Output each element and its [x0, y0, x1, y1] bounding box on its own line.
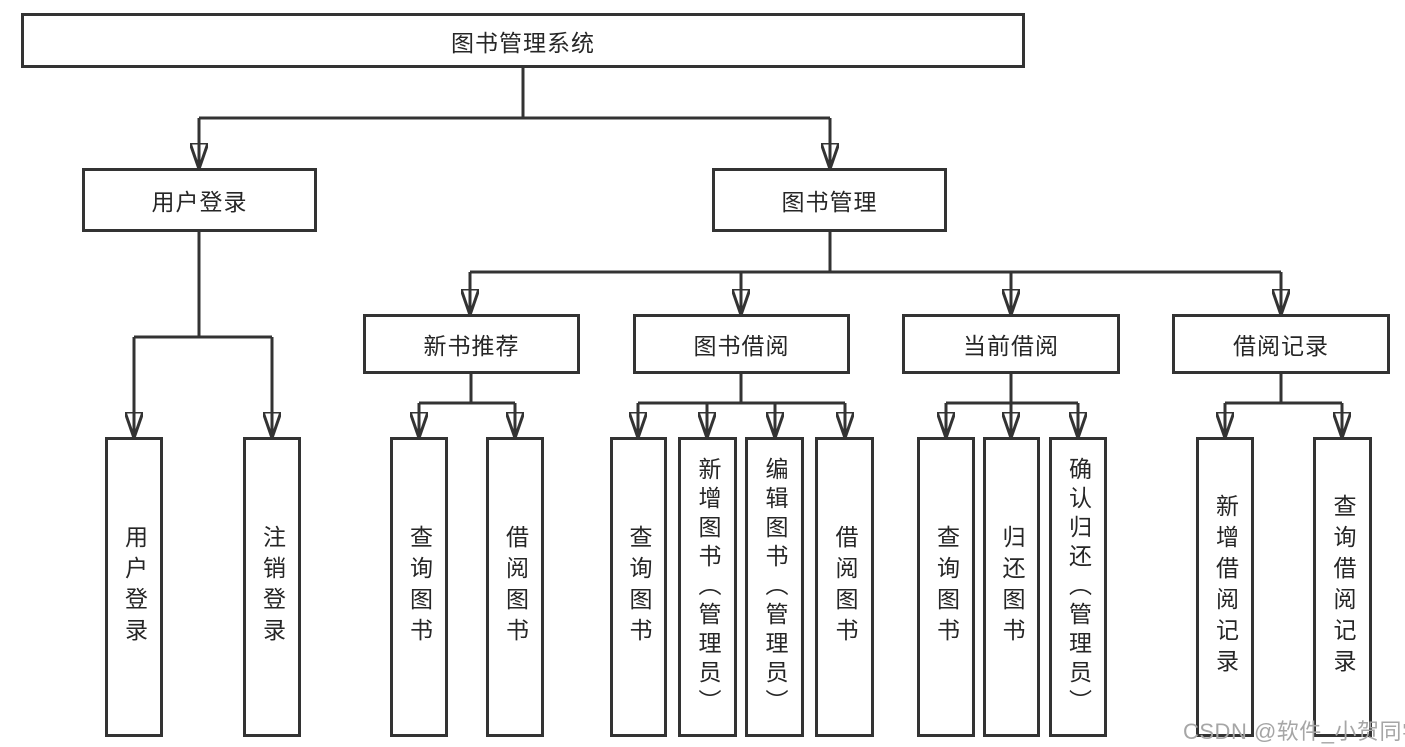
node-borrow-records-label: 借阅记录 — [1233, 333, 1329, 359]
node-borrow-records: 借阅记录 — [1172, 314, 1390, 374]
leaf-add-book-admin-label: 新增图书（管理员） — [695, 456, 721, 718]
leaf-rec-borrow-books-label: 借阅图书 — [502, 525, 529, 649]
node-book-mgmt: 图书管理 — [712, 168, 947, 232]
leaf-current-query-books-label: 查询图书 — [933, 525, 960, 649]
connector-current-borrow-spine — [946, 374, 1078, 405]
node-root-label: 图书管理系统 — [451, 29, 595, 56]
connector-root-spine — [199, 68, 830, 120]
leaf-borrow-borrow-books: 借阅图书 — [815, 437, 874, 737]
node-book-borrow-label: 图书借阅 — [693, 333, 790, 359]
leaf-return-book-label: 归还图书 — [999, 525, 1025, 649]
leaf-logout-login-label: 注销登录 — [259, 525, 286, 649]
leaf-add-book-admin: 新增图书（管理员） — [678, 437, 737, 737]
connector-user-login-spine — [134, 232, 272, 339]
leaf-rec-borrow-books: 借阅图书 — [486, 437, 544, 737]
leaf-rec-query-books: 查询图书 — [390, 437, 448, 737]
leaf-user-login: 用户登录 — [105, 437, 163, 737]
leaf-add-borrow-record: 新增借阅记录 — [1196, 437, 1254, 737]
leaf-rec-query-books-label: 查询图书 — [406, 525, 433, 649]
leaf-borrow-query-books: 查询图书 — [610, 437, 667, 737]
connector-book-mgmt-spine — [470, 232, 1281, 274]
node-book-mgmt-label: 图书管理 — [781, 189, 878, 215]
leaf-add-borrow-record-label: 新增借阅记录 — [1212, 494, 1239, 680]
leaf-edit-book-admin-label: 编辑图书（管理员） — [762, 456, 788, 718]
node-new-book-rec-label: 新书推荐 — [423, 333, 520, 359]
leaf-edit-book-admin: 编辑图书（管理员） — [745, 437, 804, 737]
leaf-logout-login: 注销登录 — [243, 437, 301, 737]
leaf-current-query-books: 查询图书 — [917, 437, 975, 737]
csdn-watermark: CSDN @软件_小贺同学 — [1183, 719, 1405, 744]
leaf-confirm-return-admin: 确认归还（管理员） — [1049, 437, 1107, 737]
node-root: 图书管理系统 — [21, 13, 1025, 68]
node-book-borrow: 图书借阅 — [633, 314, 850, 374]
node-current-borrow: 当前借阅 — [902, 314, 1120, 374]
node-user-login: 用户登录 — [82, 168, 317, 232]
leaf-query-borrow-record-label: 查询借阅记录 — [1330, 494, 1356, 680]
leaf-user-login-label: 用户登录 — [121, 525, 148, 649]
leaf-query-borrow-record: 查询借阅记录 — [1313, 437, 1372, 737]
connector-book-borrow-spine — [638, 374, 845, 405]
node-current-borrow-label: 当前借阅 — [963, 333, 1059, 359]
leaf-return-book: 归还图书 — [983, 437, 1040, 737]
leaf-borrow-borrow-books-label: 借阅图书 — [832, 525, 858, 649]
connector-borrow-records-spine — [1225, 374, 1342, 405]
leaf-borrow-query-books-label: 查询图书 — [626, 525, 652, 649]
node-new-book-rec: 新书推荐 — [363, 314, 580, 374]
node-user-login-label: 用户登录 — [151, 189, 248, 215]
leaf-confirm-return-admin-label: 确认归还（管理员） — [1065, 456, 1092, 718]
connector-new-book-rec-spine — [419, 374, 515, 405]
